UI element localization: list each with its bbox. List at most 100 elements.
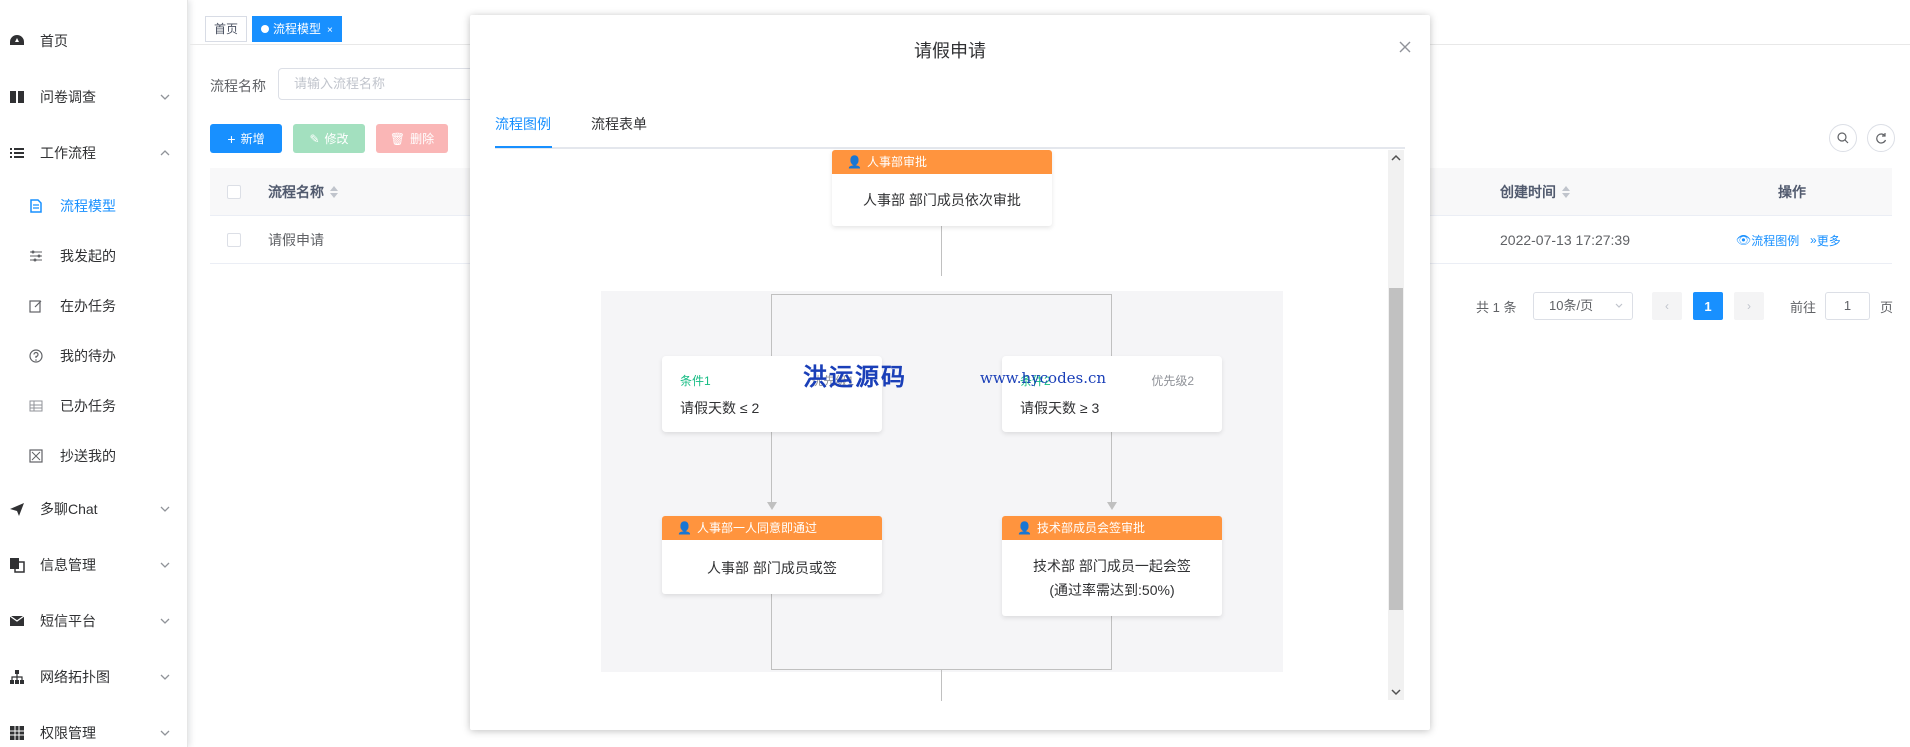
condition-body: 请假天数 ≤ 2 <box>680 400 760 416</box>
question-icon <box>28 348 44 364</box>
row-checkbox[interactable] <box>227 216 241 264</box>
connector <box>941 226 942 276</box>
sidebar-item-home[interactable]: 首页 <box>0 21 188 61</box>
column-header-created[interactable]: 创建时间 <box>1500 168 1570 216</box>
arrow-icon <box>1107 502 1117 510</box>
sidebar-item-survey[interactable]: 问卷调查 <box>0 77 188 117</box>
close-icon[interactable] <box>1397 39 1413 55</box>
sidebar-subitem-done[interactable]: 已办任务 <box>0 386 188 426</box>
node-head-label: 技术部成员会签审批 <box>1036 521 1145 535</box>
dot-icon <box>261 24 270 33</box>
tree-icon <box>8 668 26 686</box>
flow-diagram-link[interactable]: 👁流程图例 <box>1736 216 1799 264</box>
tags-view: 首页 流程模型 × <box>205 16 342 42</box>
tag-home[interactable]: 首页 <box>205 16 248 42</box>
tab-indicator <box>495 146 552 148</box>
sidebar-item-topology[interactable]: 网络拓扑图 <box>0 657 188 697</box>
sidebar-subitem-inprogress[interactable]: 在办任务 <box>0 286 188 326</box>
sidebar-subitem-label: 我发起的 <box>60 248 116 264</box>
arrow-icon <box>767 502 777 510</box>
approver-node-tech-countersign[interactable]: 👤技术部成员会签审批 技术部 部门成员一起会签 (通过率需达到:50%) <box>1002 516 1222 616</box>
search-toggle-button[interactable] <box>1829 124 1857 152</box>
column-header-name[interactable]: 流程名称 <box>268 168 338 216</box>
chevron-down-icon <box>160 562 170 568</box>
plus-icon: + <box>227 130 236 147</box>
column-header-ops: 操作 <box>1778 168 1806 216</box>
sidebar-item-label: 信息管理 <box>40 557 96 573</box>
approver-node-hr[interactable]: 👤人事部审批 人事部 部门成员依次审批 <box>832 150 1052 226</box>
send-icon <box>8 500 26 518</box>
row-name: 请假申请 <box>268 232 324 248</box>
more-link[interactable]: »更多 <box>1810 216 1841 264</box>
node-head-label: 人事部一人同意即通过 <box>696 521 817 535</box>
chevron-down-icon[interactable] <box>1390 686 1402 698</box>
sidebar: 首页 问卷调查 工作流程 流程模型 我发起的 在办任务 我的待办 已办任务 抄送… <box>0 0 188 747</box>
sidebar-item-label: 首页 <box>40 33 68 49</box>
sidebar-subitem-label: 流程模型 <box>60 198 116 214</box>
page-number[interactable]: 1 <box>1693 292 1723 320</box>
sidebar-subitem-started[interactable]: 我发起的 <box>0 236 188 276</box>
watermark-url: www.hycodes.cn <box>980 369 1107 387</box>
tab-flow-form[interactable]: 流程表单 <box>591 116 647 132</box>
sidebar-subitem-model[interactable]: 流程模型 <box>0 186 188 226</box>
sort-icon[interactable] <box>330 186 338 198</box>
condition-title: 条件1 <box>680 374 711 388</box>
condition-body: 请假天数 ≥ 3 <box>1020 400 1100 416</box>
node-body: 人事部 部门成员依次审批 <box>863 192 1021 208</box>
sidebar-item-sms[interactable]: 短信平台 <box>0 601 188 641</box>
connector <box>941 669 942 701</box>
edit-button[interactable]: ✎修改 <box>293 124 365 153</box>
trash-icon: 🗑 <box>389 131 406 146</box>
edit-icon <box>28 298 44 314</box>
condition-node-1[interactable]: 条件1 优先级1 请假天数 ≤ 2 <box>662 356 882 432</box>
condition-node-2[interactable]: 条件2 优先级2 请假天数 ≥ 3 <box>1002 356 1222 432</box>
header-label: 流程名称 <box>268 184 324 200</box>
connector <box>1111 294 1112 357</box>
sidebar-item-label: 短信平台 <box>40 613 96 629</box>
connector <box>771 294 1111 295</box>
user-icon: 👤 <box>677 521 692 535</box>
add-label: 新增 <box>240 132 265 146</box>
select-all-checkbox[interactable] <box>227 168 241 216</box>
page-size-select[interactable]: 10条/页 <box>1533 292 1633 320</box>
chevron-up-icon <box>160 150 170 156</box>
refresh-button[interactable] <box>1867 124 1895 152</box>
tab-flow-diagram[interactable]: 流程图例 <box>495 116 551 132</box>
chevron-down-icon <box>160 506 170 512</box>
edit-label: 修改 <box>324 132 349 146</box>
sidebar-item-info[interactable]: 信息管理 <box>0 545 188 585</box>
page-size-label: 10条/页 <box>1549 298 1594 313</box>
sidebar-subitem-todo[interactable]: 我的待办 <box>0 336 188 376</box>
tag-current[interactable]: 流程模型 × <box>252 16 342 42</box>
header-label: 创建时间 <box>1500 184 1556 200</box>
chevron-up-icon[interactable] <box>1390 152 1402 164</box>
sidebar-subitem-cc[interactable]: 抄送我的 <box>0 436 188 476</box>
sidebar-item-workflow[interactable]: 工作流程 <box>0 133 188 173</box>
next-page-button[interactable]: › <box>1734 292 1764 320</box>
delete-button[interactable]: 🗑删除 <box>376 124 448 153</box>
goto-label: 前往 <box>1790 299 1817 315</box>
sidebar-item-permission[interactable]: 权限管理 <box>0 713 188 747</box>
connector <box>1111 432 1112 502</box>
double-chevron-icon: » <box>1810 233 1817 247</box>
condition-priority: 优先级2 <box>1151 374 1194 388</box>
goto-input[interactable]: 1 <box>1825 292 1870 320</box>
document-icon <box>28 198 44 214</box>
search-label: 流程名称 <box>210 78 266 94</box>
add-button[interactable]: + 新增 <box>210 124 282 153</box>
sidebar-item-chat[interactable]: 多聊Chat <box>0 489 188 529</box>
mail-icon <box>8 612 26 630</box>
connector <box>771 432 772 502</box>
prev-page-button[interactable]: ‹ <box>1652 292 1682 320</box>
condition-priority: 优先级1 <box>811 374 854 388</box>
search-icon <box>1837 132 1849 144</box>
approver-node-hr-any[interactable]: 👤人事部一人同意即通过 人事部 部门成员或签 <box>662 516 882 594</box>
header-label: 操作 <box>1778 184 1806 200</box>
table-icon <box>28 398 44 414</box>
user-icon: 👤 <box>1017 521 1032 535</box>
tag-label: 流程模型 <box>273 22 322 36</box>
book-icon <box>8 88 26 106</box>
sort-icon[interactable] <box>1562 186 1570 198</box>
scrollbar-thumb[interactable] <box>1389 288 1403 610</box>
close-icon[interactable]: × <box>327 25 333 36</box>
